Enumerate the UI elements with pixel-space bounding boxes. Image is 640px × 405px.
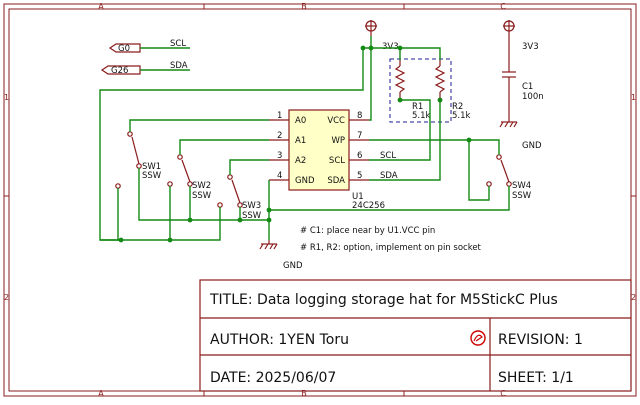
revision-text: REVISION: 1: [498, 332, 583, 348]
net-label-scl: SCL: [170, 39, 186, 49]
svg-text:G26: G26: [111, 66, 128, 76]
sw4-value: SSW: [512, 191, 532, 201]
sw1-value: SSW: [142, 171, 162, 181]
sheet-text: SHEET: 1/1: [498, 370, 574, 386]
u1-pin-vcc: VCC: [327, 116, 345, 126]
zone-row-1-right: 1: [631, 93, 636, 102]
sw3-ref: SW3: [242, 201, 261, 211]
zone-col-a-top: A: [98, 2, 104, 11]
date-text: DATE: 2025/06/07: [210, 370, 336, 386]
svg-text:3: 3: [277, 151, 282, 161]
svg-text:4: 4: [277, 171, 282, 181]
sw2-value: SSW: [192, 191, 212, 201]
power-3v3-symbol-c1: 3V3: [503, 20, 539, 52]
r2-ref: R2: [452, 102, 463, 112]
r1-ref: R1: [412, 102, 423, 112]
sw3-value: SSW: [242, 211, 262, 221]
note-r1-r2: # R1, R2: option, implement on pin socke…: [300, 243, 482, 253]
zone-row-2-left: 2: [4, 293, 9, 302]
power-3v3-symbol: 3V3: [365, 20, 399, 52]
u1-pin-sda: SDA: [327, 176, 345, 186]
zone-col-a-bottom: A: [98, 389, 104, 398]
zone-col-c-bottom: C: [500, 389, 506, 398]
zone-row-2-right: 2: [631, 293, 636, 302]
gnd-symbol-main: GND: [259, 240, 303, 271]
sw2-ref: SW2: [192, 181, 211, 191]
note-c1: # C1: place near by U1.VCC pin: [300, 226, 435, 236]
svg-text:GND: GND: [522, 141, 542, 151]
net-label-scl-u1: SCL: [380, 151, 396, 161]
svg-text:8: 8: [357, 111, 362, 121]
u1-value: 24C256: [352, 201, 385, 211]
u1-pin-a0: A0: [295, 116, 306, 126]
u1-pin-a1: A1: [295, 136, 306, 146]
zone-col-b-bottom: B: [301, 389, 307, 398]
title-text: TITLE: Data logging storage hat for M5St…: [209, 292, 558, 308]
svg-text:G0: G0: [118, 44, 130, 54]
gnd-symbol-c1: GND: [499, 121, 542, 151]
u1-pin-a2: A2: [295, 156, 306, 166]
zone-row-1-left: 1: [4, 93, 9, 102]
c1-value: 100n: [522, 92, 544, 102]
svg-text:GND: GND: [283, 261, 303, 271]
c1-ref: C1: [522, 82, 533, 92]
svg-text:7: 7: [357, 131, 362, 141]
zone-col-c-top: C: [500, 2, 506, 11]
global-label-g26: G26 SDA: [100, 61, 190, 76]
capacitor-c1: C1 100n: [502, 36, 544, 122]
svg-text:6: 6: [357, 151, 362, 161]
u1-pin-wp: WP: [331, 136, 345, 146]
sw1-ref: SW1: [142, 162, 161, 172]
svg-text:1: 1: [277, 111, 282, 121]
u1-pin-scl: SCL: [329, 156, 345, 166]
r2-value: 5.1k: [452, 111, 471, 121]
svg-text:3V3: 3V3: [382, 42, 399, 52]
author-text: AUTHOR: 1YEN Toru: [210, 332, 349, 348]
net-label-sda-u1: SDA: [380, 171, 398, 181]
net-label-sda: SDA: [170, 61, 188, 71]
u1-eeprom: 1 2 3 4 A0 A1 A2 GND 8 7 6 5 VCC WP SCL …: [269, 109, 385, 211]
svg-text:5: 5: [357, 171, 362, 181]
title-block: TITLE: Data logging storage hat for M5St…: [199, 279, 632, 392]
sw4-ref: SW4: [512, 181, 531, 191]
author-logo-icon: [470, 330, 486, 346]
r1-value: 5.1k: [412, 111, 431, 121]
switch-sw4: SW4 SSW: [486, 154, 532, 201]
svg-text:3V3: 3V3: [522, 42, 539, 52]
wires: SCL SDA: [99, 36, 510, 243]
u1-pin-gnd: GND: [295, 176, 315, 186]
u1-ref: U1: [352, 192, 364, 202]
svg-text:2: 2: [277, 131, 282, 141]
global-label-g0: G0 SCL: [108, 39, 190, 54]
zone-col-b-top: B: [301, 2, 307, 11]
